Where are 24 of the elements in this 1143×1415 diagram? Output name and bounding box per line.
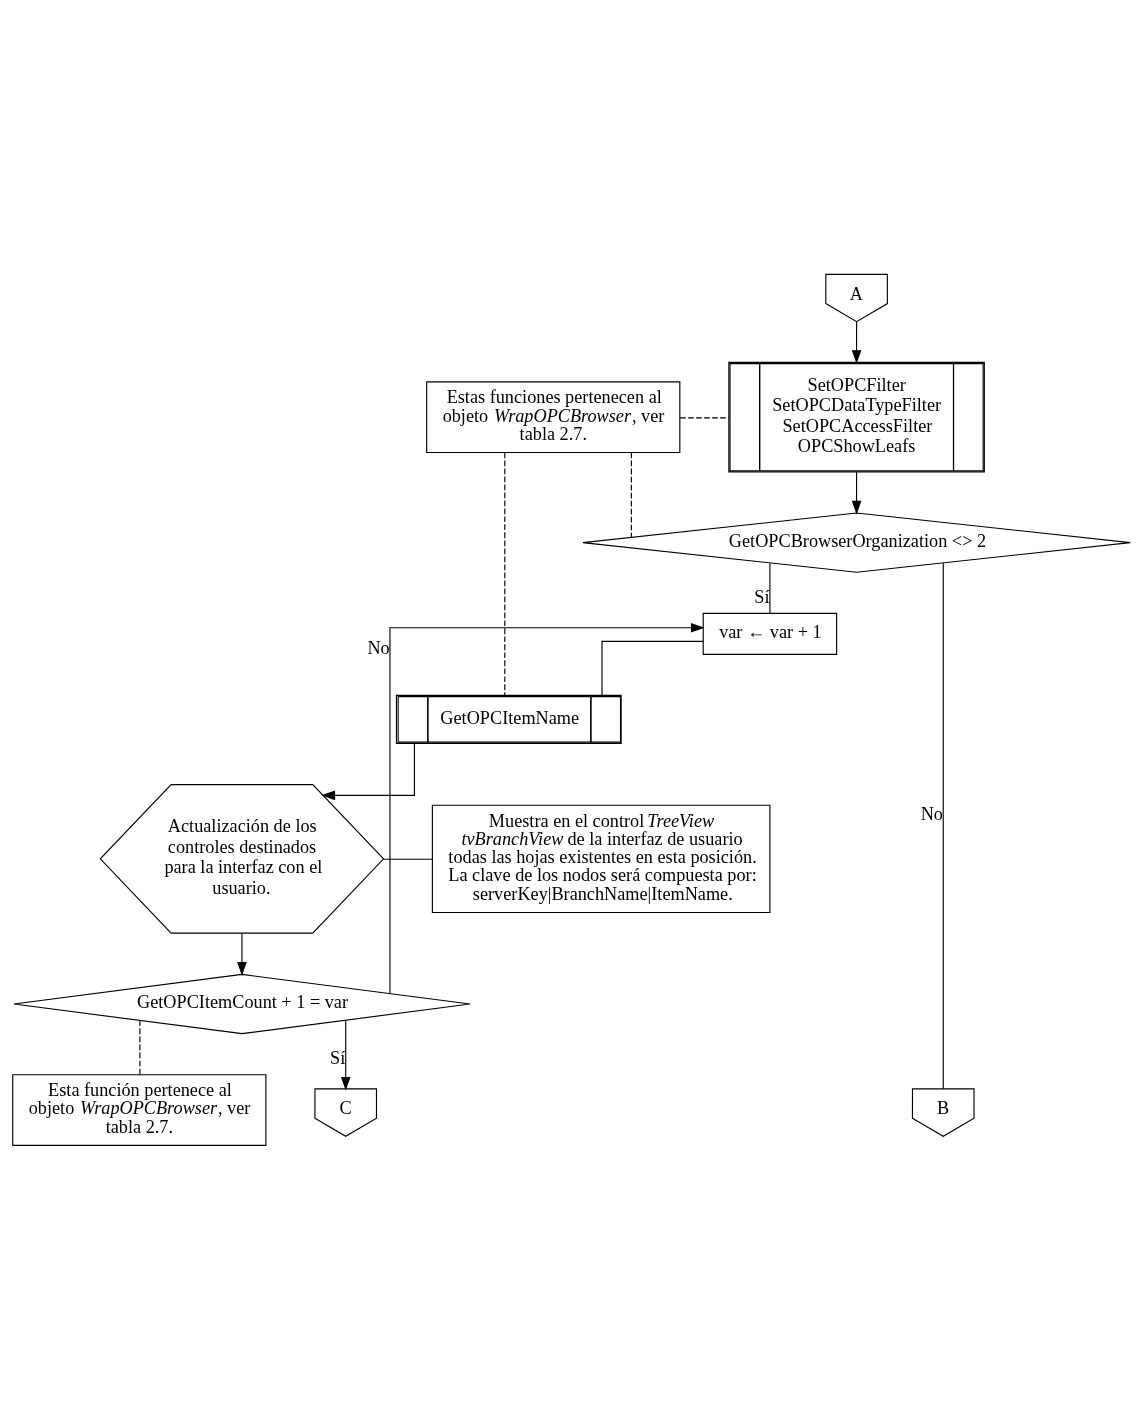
connector: [504, 452, 506, 696]
node-diamond: GetOPCItemCount + 1 = var: [13, 973, 471, 1035]
arrow: [340, 1020, 351, 1091]
connector: [139, 1020, 141, 1075]
connector: [382, 858, 433, 860]
arrow: [237, 932, 247, 976]
node-box: var ← var + 1: [702, 612, 838, 655]
node-box: Esta función pertenece al objeto WrapOPCBrowser, ver tabla 2.7.: [12, 1074, 267, 1146]
arrow: [321, 742, 415, 801]
arrow: [851, 471, 862, 515]
connector: [630, 452, 632, 538]
connector: [601, 640, 704, 696]
connector: [679, 417, 730, 419]
connector: [769, 562, 771, 614]
connector: [942, 562, 944, 1090]
edge-label: No: [367, 637, 390, 658]
edge-label: Sí: [754, 586, 770, 607]
edge-label: No: [920, 803, 943, 824]
node-diamond: GetOPCBrowserOrganization <> 2: [582, 512, 1131, 573]
arrow: [389, 622, 705, 995]
arrow: [851, 321, 862, 364]
node-box: Muestra en el control TreeView tvBranchView de la interfaz de usuario todas las hojas existentes en esta posición. La clave de los nodos será compuesta por: serverKey|BranchName|ItemName.: [431, 804, 771, 914]
edge-label: Sí: [330, 1047, 346, 1068]
node-box: Estas funciones pertenecen al objeto WrapOPCBrowser, ver tabla 2.7.: [426, 381, 681, 454]
